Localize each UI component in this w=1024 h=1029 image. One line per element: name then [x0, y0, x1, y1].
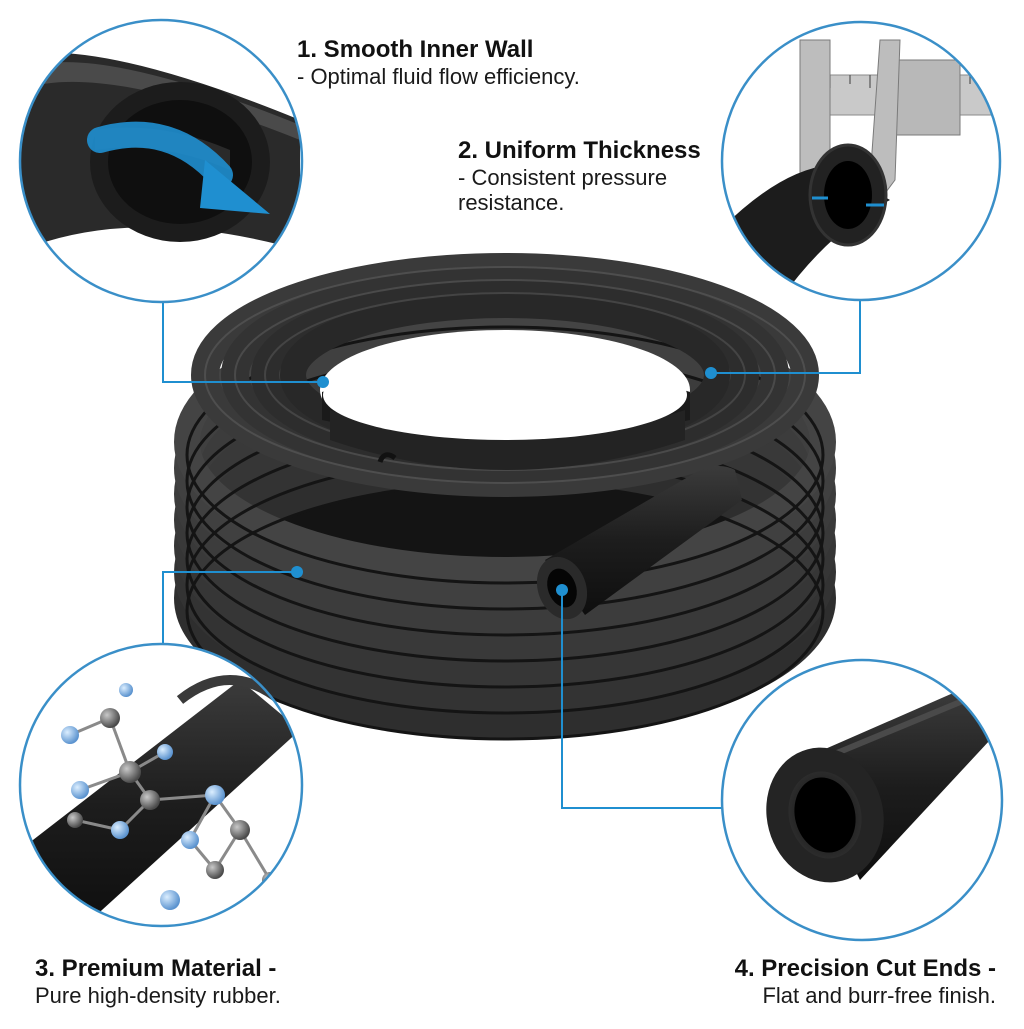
- callout-inner-wall: 1. Smooth Inner Wall - Optimal fluid flo…: [297, 36, 580, 89]
- callout-material: 3. Premium Material - Pure high-density …: [35, 955, 281, 1008]
- callout-description: - Consistent pressure resistance.: [458, 164, 668, 215]
- connector-dots: [291, 367, 717, 596]
- detail-circle-cut-ends: [720, 658, 1004, 942]
- callout-thickness: 2. Uniform Thickness - Consistent pressu…: [458, 137, 708, 215]
- callout-description: Flat and burr-free finish.: [762, 982, 996, 1008]
- caliper-icon: [799, 39, 1000, 201]
- detail-circle-thickness: [720, 20, 1002, 302]
- detail-circle-inner-wall: [18, 18, 304, 304]
- callout-heading: 1. Smooth Inner Wall: [297, 36, 534, 63]
- detail-circle-material: [18, 642, 304, 928]
- callout-heading: 3. Premium Material -: [35, 955, 277, 982]
- callout-heading: 4. Precision Cut Ends -: [734, 955, 996, 982]
- callout-cut-ends: 4. Precision Cut Ends - Flat and burr-fr…: [735, 955, 996, 1008]
- callout-description: Pure high-density rubber.: [35, 982, 281, 1008]
- callout-description: - Optimal fluid flow efficiency.: [297, 63, 580, 89]
- connector-lines: [162, 300, 861, 809]
- callout-heading: 2. Uniform Thickness: [458, 137, 701, 164]
- flow-arrow-icon: [87, 121, 270, 214]
- hose-coil: [174, 253, 836, 741]
